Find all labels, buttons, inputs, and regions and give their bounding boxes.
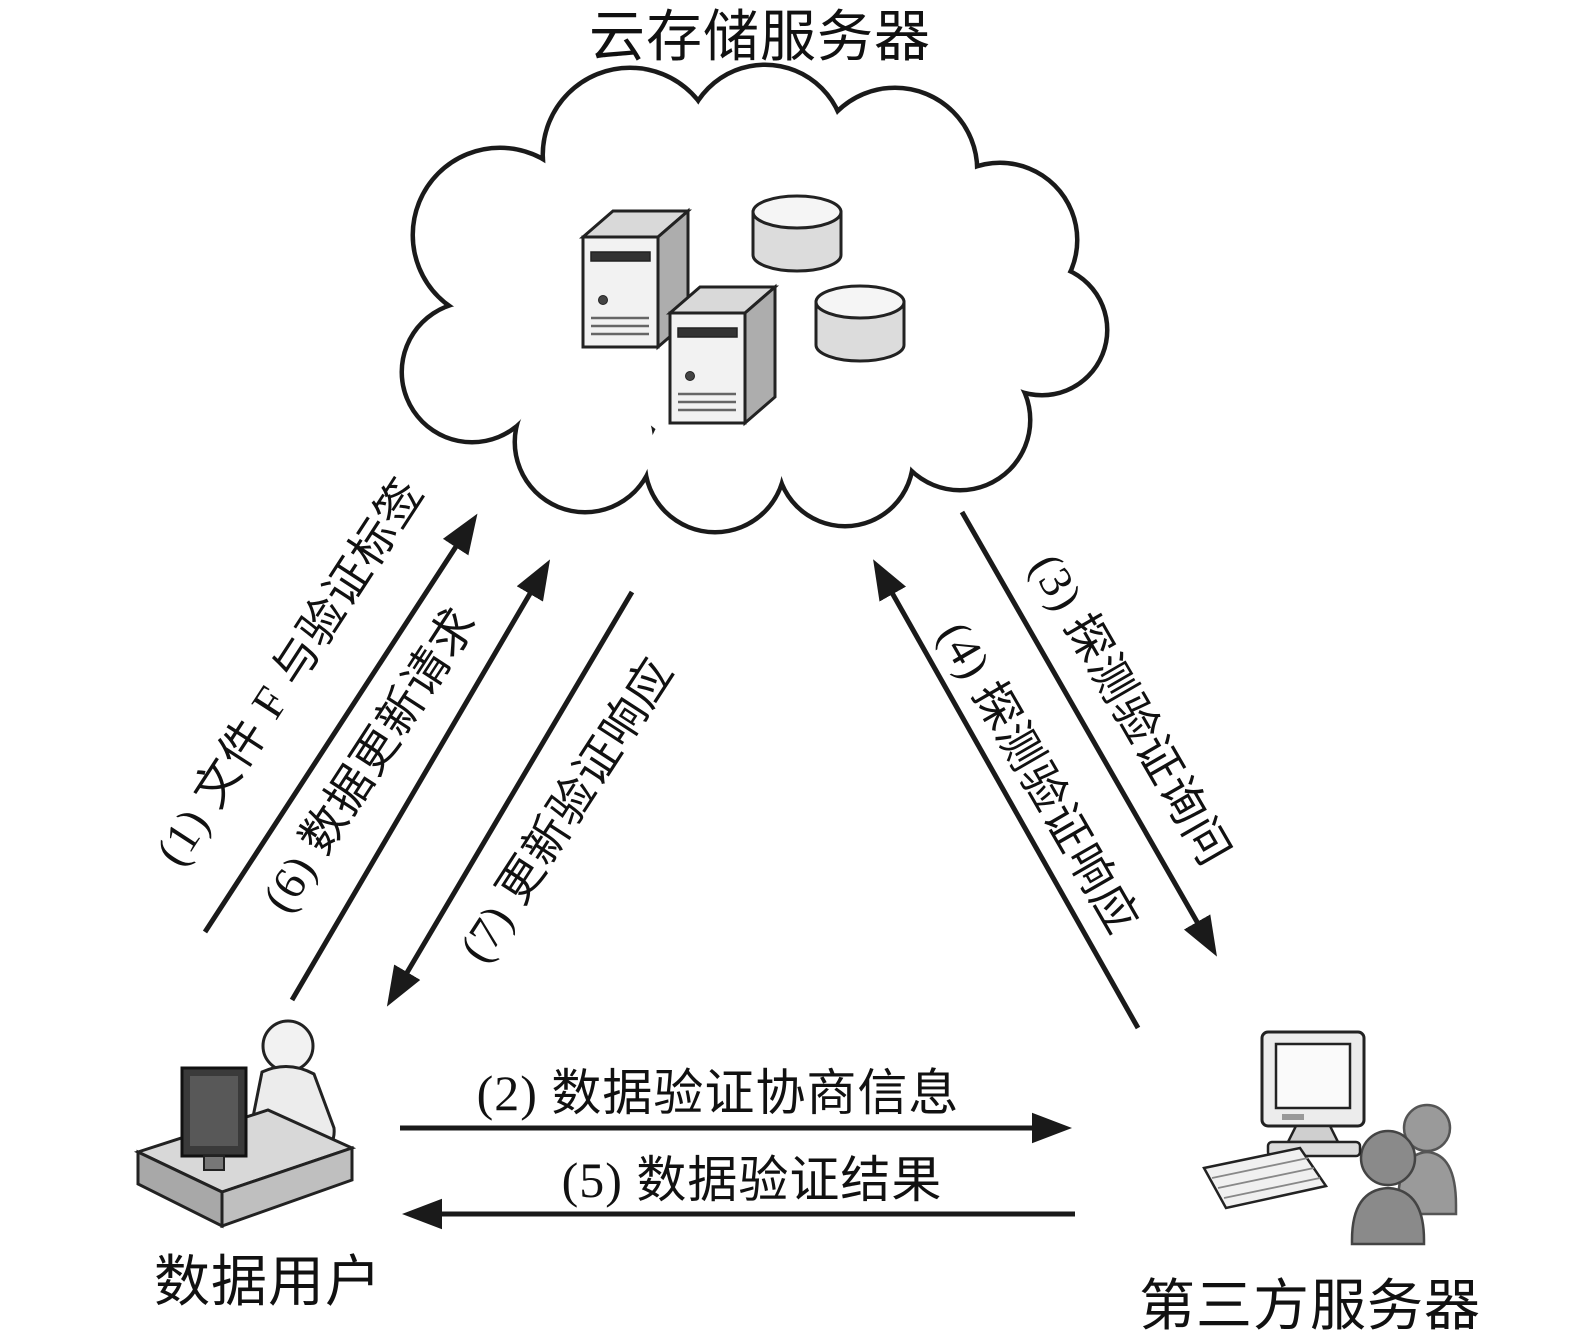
third-party-server-icon (1202, 1030, 1458, 1246)
edge-label-5: (5) 数据验证结果 (561, 1152, 943, 1208)
database-cylinder-icon (814, 284, 906, 363)
arrow-4-probe-response (873, 559, 1141, 1030)
arrow-6-update-request (289, 559, 551, 1002)
arrow-1-file-and-tags (202, 513, 478, 934)
cloud-label: 云存储服务器 (589, 7, 931, 69)
monitor-icon (1260, 1030, 1366, 1158)
edge-label-2: (2) 数据验证协商信息 (476, 1065, 960, 1121)
user-silhouette-icon (1350, 1129, 1426, 1246)
cloud-icon (399, 62, 1110, 535)
arrow-3-probe-query (959, 510, 1217, 957)
data-user-icon (133, 1019, 357, 1229)
server-tower-icon (665, 283, 780, 427)
third-party-label: 第三方服务器 (1139, 1276, 1481, 1338)
database-cylinder-icon (751, 194, 843, 273)
user-label: 数据用户 (154, 1252, 382, 1314)
keyboard-icon (1202, 1146, 1329, 1210)
arrow-7-update-verify-response (386, 590, 635, 1007)
